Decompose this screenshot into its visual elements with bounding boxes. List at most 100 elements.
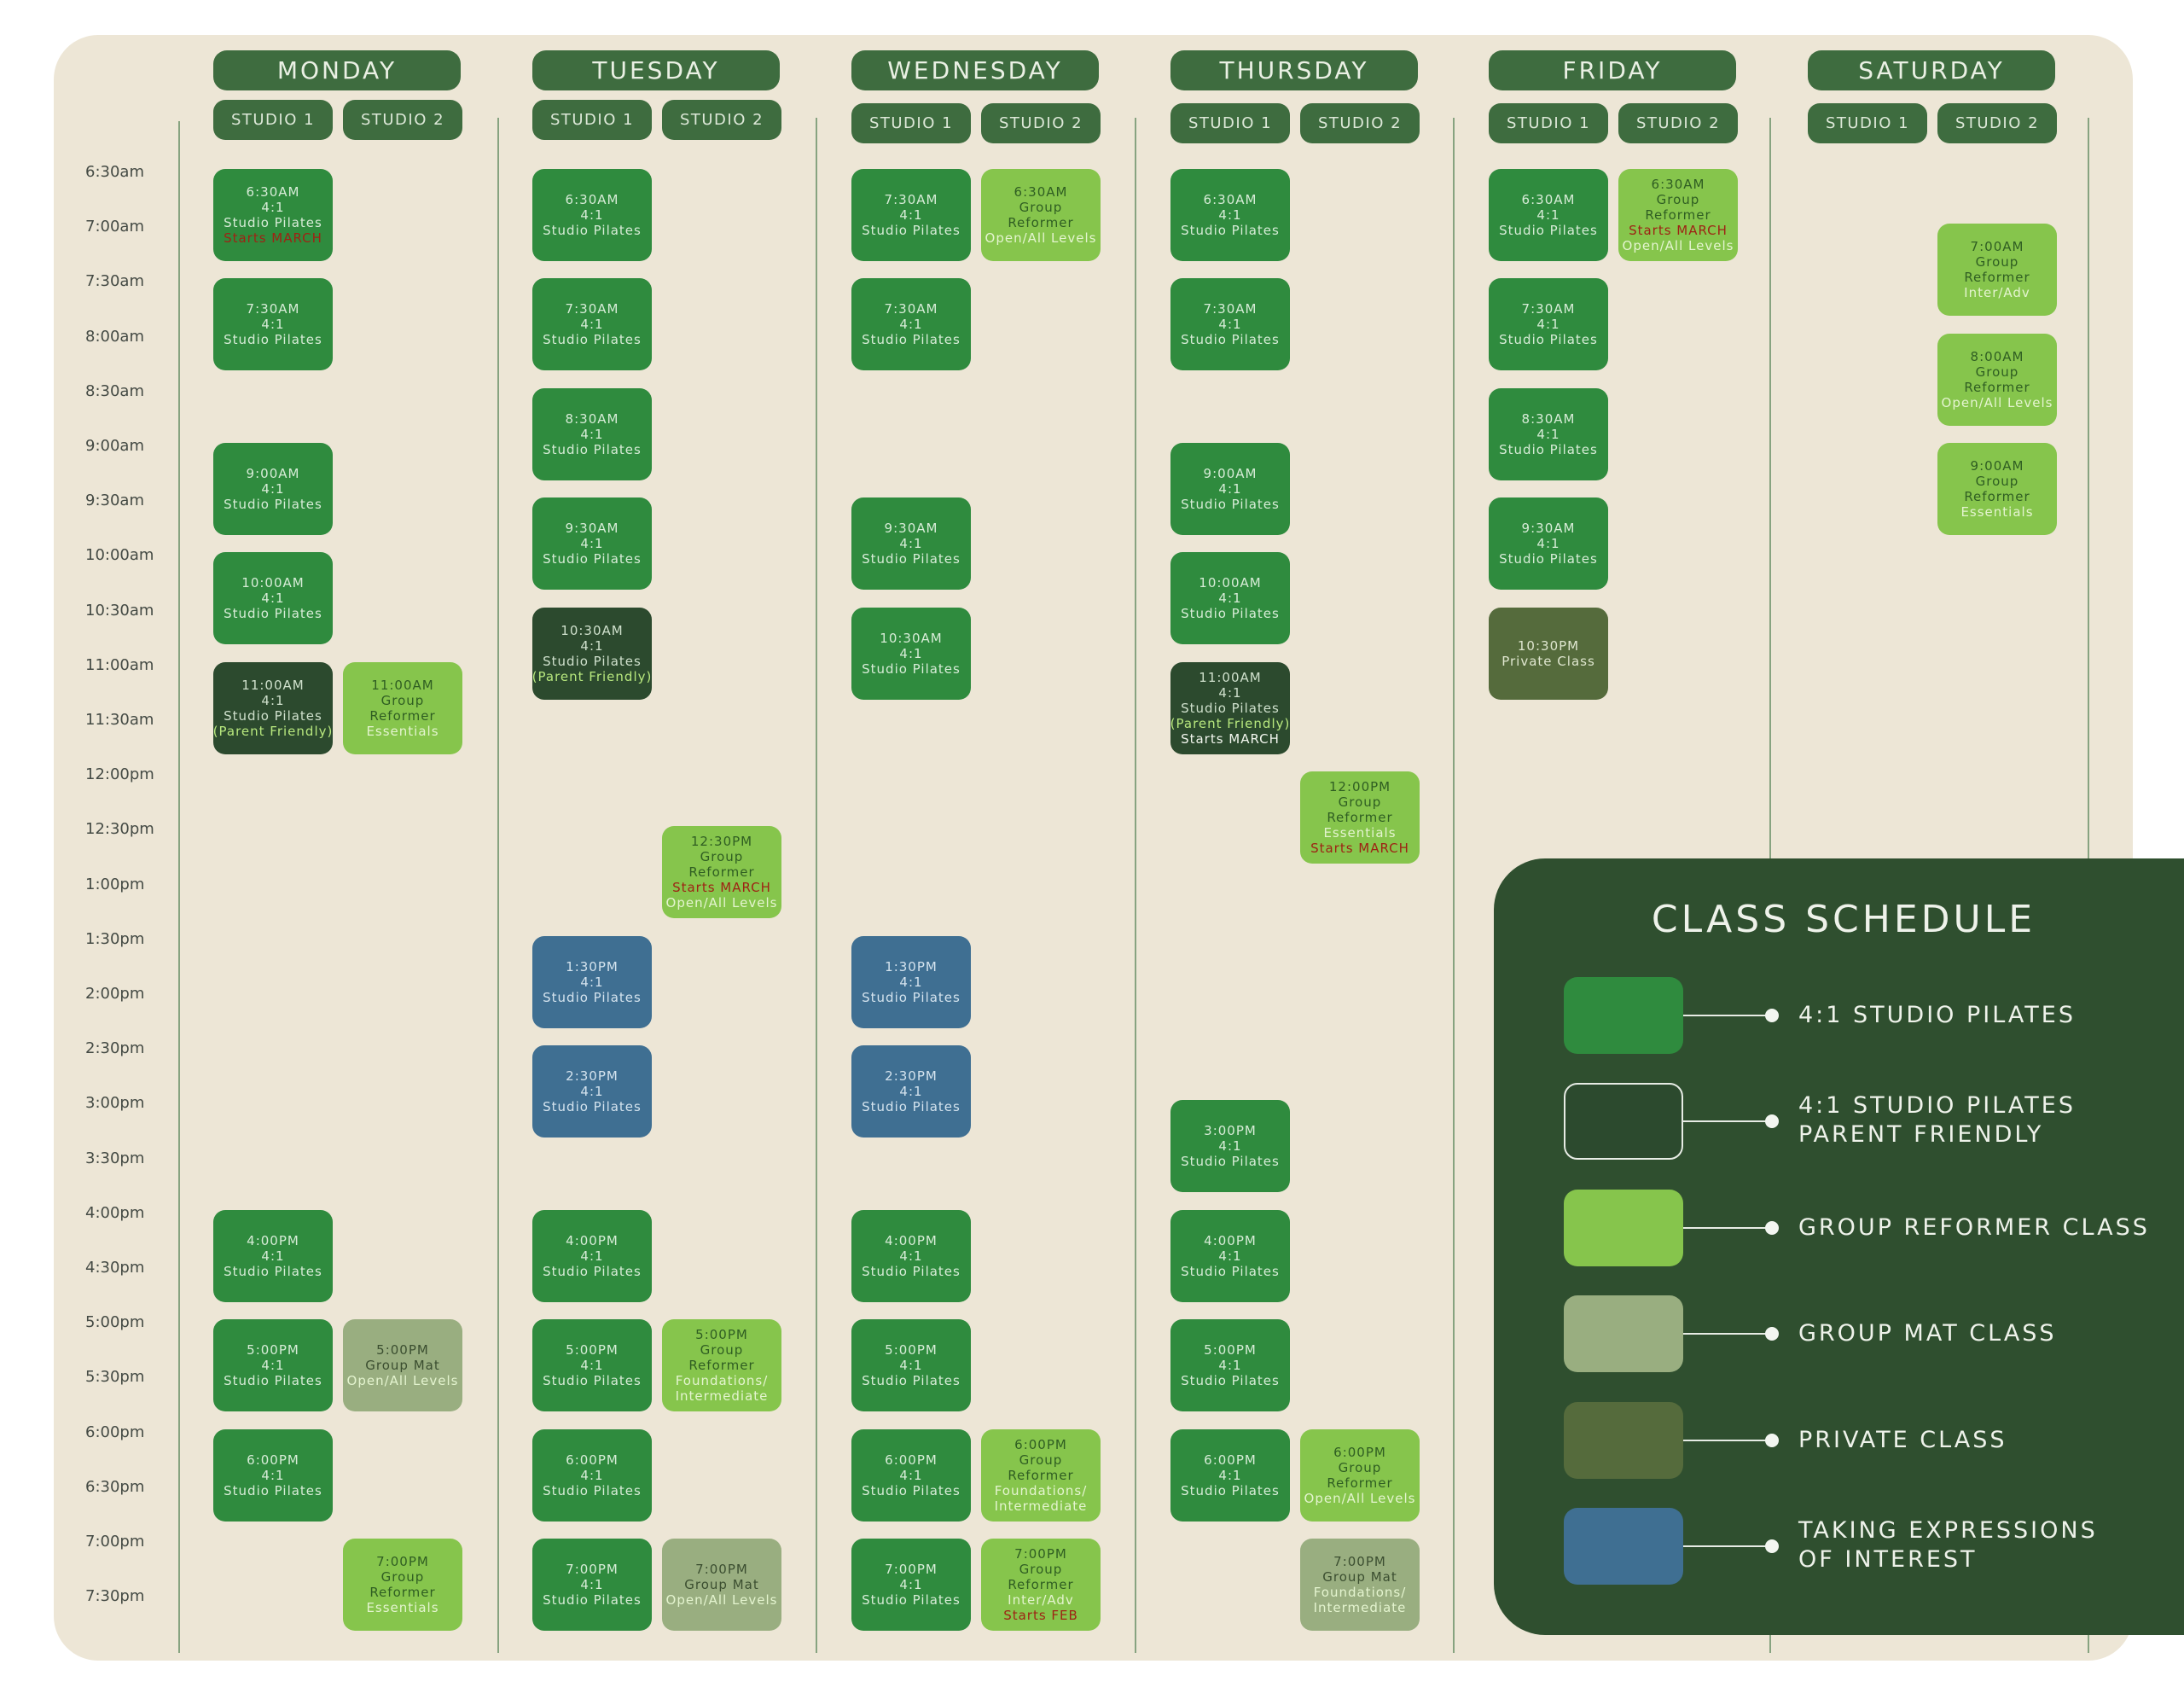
- time-label: 7:00pm: [85, 1533, 145, 1551]
- class-line: 6:30AM: [1521, 192, 1576, 207]
- legend-swatch-group_reformer: [1564, 1190, 1683, 1266]
- class-line: 4:1: [1218, 317, 1242, 333]
- class-line: 10:30AM: [880, 630, 943, 646]
- legend-swatch-studio: [1564, 977, 1683, 1054]
- legend-swatch-eoi: [1564, 1508, 1683, 1585]
- class-line: 4:1: [580, 1577, 604, 1592]
- legend-connector: [1683, 1545, 1772, 1547]
- column-divider: [1453, 118, 1455, 1653]
- class-line: Studio Pilates: [1181, 497, 1280, 512]
- class-line: 6:30AM: [1203, 192, 1258, 207]
- class-line: Starts FEB: [1003, 1608, 1078, 1623]
- class-line: Starts MARCH: [1629, 223, 1728, 238]
- class-line: (Parent Friendly): [212, 723, 334, 739]
- class-line: 4:1: [899, 645, 923, 661]
- class-line: 6:30AM: [246, 184, 300, 200]
- class-line: 4:1: [1536, 317, 1560, 333]
- class-line: Studio Pilates: [862, 1482, 961, 1498]
- class-line: Reformer: [1327, 810, 1393, 826]
- class-line: Studio Pilates: [1181, 1482, 1280, 1498]
- class-line: Group Mat: [365, 1358, 440, 1374]
- class-line: Reformer: [1645, 207, 1711, 223]
- class-line: Reformer: [1964, 379, 2030, 395]
- column-divider: [178, 121, 180, 1653]
- class-line: Foundations/: [1313, 1585, 1407, 1600]
- class-line: 4:1: [1536, 536, 1560, 552]
- class-line: 7:00PM: [695, 1562, 748, 1577]
- time-label: 1:00pm: [85, 875, 145, 893]
- class-line: 6:30AM: [565, 192, 619, 207]
- class-line: 7:00AM: [1970, 239, 2024, 255]
- studio-header-2: STUDIO 2: [1618, 103, 1738, 143]
- studio-header-1: STUDIO 1: [851, 103, 971, 143]
- class-line: Studio Pilates: [1499, 551, 1598, 567]
- legend-dot: [1765, 1114, 1779, 1128]
- time-label: 11:00am: [85, 655, 154, 674]
- legend-connector: [1683, 1120, 1772, 1122]
- class-line: Reformer: [1964, 270, 2030, 286]
- class-line: Intermediate: [1313, 1600, 1407, 1615]
- day-header-monday: MONDAY: [213, 50, 461, 90]
- class-line: Group: [1975, 474, 2019, 489]
